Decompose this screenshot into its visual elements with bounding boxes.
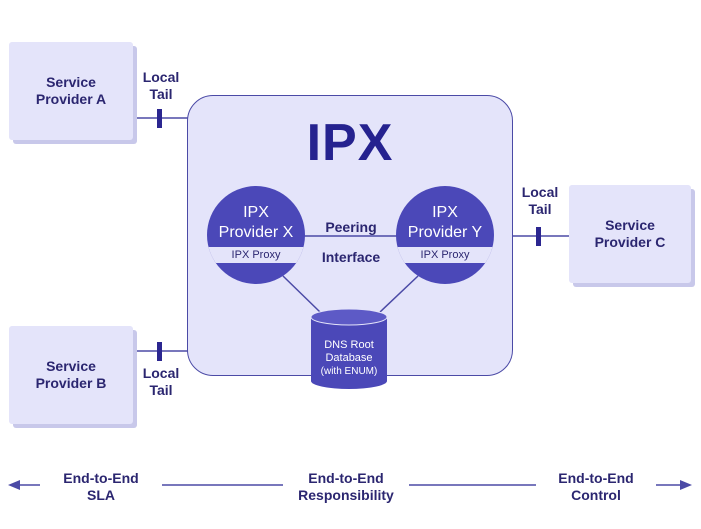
- provider-y-line2: Provider Y: [407, 224, 483, 241]
- service-provider-b-line1: Service: [46, 358, 96, 374]
- local-tail-label-a: Local Tail: [132, 69, 190, 103]
- service-provider-c: Service Provider C: [569, 185, 691, 283]
- responsibility-line1: End-to-End: [308, 470, 384, 486]
- peering-interface-label: Peering Interface: [306, 212, 396, 272]
- service-provider-a-line1: Service: [46, 74, 96, 90]
- dns-database-label: DNS Root Database (with ENUM): [311, 339, 387, 378]
- x-to-dns-line: [282, 275, 321, 313]
- sla-line2: SLA: [87, 487, 115, 503]
- tail-marker-b: [157, 342, 162, 361]
- provider-y-proxy: IPX Proxy: [396, 247, 494, 263]
- end-to-end-sla-label: End-to-End SLA: [40, 470, 162, 504]
- local-tail-a-line2: Tail: [149, 86, 173, 102]
- peering-line2: Interface: [321, 249, 381, 265]
- service-provider-a-line2: Provider A: [35, 91, 107, 107]
- end-to-end-control-label: End-to-End Control: [536, 470, 656, 504]
- ipx-title: IPX: [306, 114, 394, 172]
- arrow-left-head: [8, 480, 20, 490]
- dns-line3: (with ENUM): [320, 366, 378, 377]
- control-line2: Control: [571, 487, 621, 503]
- local-tail-b-line2: Tail: [149, 382, 173, 398]
- local-tail-a-line1: Local: [142, 69, 180, 85]
- ipx-provider-y-node: IPX Provider Y IPX Proxy: [396, 186, 494, 284]
- service-provider-c-line2: Provider C: [594, 234, 666, 250]
- local-tail-b-line1: Local: [142, 365, 180, 381]
- local-tail-c-line2: Tail: [528, 201, 552, 217]
- service-provider-c-line1: Service: [605, 217, 655, 233]
- y-to-dns-line: [379, 275, 419, 313]
- local-tail-c-line1: Local: [521, 184, 559, 200]
- control-line1: End-to-End: [558, 470, 634, 486]
- local-tail-label-b: Local Tail: [132, 365, 190, 399]
- sla-line1: End-to-End: [63, 470, 139, 486]
- tail-marker-c: [536, 227, 541, 246]
- peering-line1: Peering: [325, 219, 377, 235]
- tail-marker-a: [157, 109, 162, 128]
- provider-y-line1: IPX: [432, 204, 458, 221]
- service-provider-b: Service Provider B: [9, 326, 133, 424]
- dns-line2: Database: [325, 352, 373, 364]
- local-tail-label-c: Local Tail: [511, 184, 569, 218]
- provider-x-line2: Provider X: [218, 224, 294, 241]
- service-provider-b-line2: Provider B: [35, 375, 107, 391]
- provider-x-line1: IPX: [243, 204, 269, 221]
- provider-x-proxy: IPX Proxy: [207, 247, 305, 263]
- end-to-end-responsibility-label: End-to-End Responsibility: [283, 470, 409, 504]
- ipx-provider-x-node: IPX Provider X IPX Proxy: [207, 186, 305, 284]
- arrow-right-head: [680, 480, 692, 490]
- service-provider-a: Service Provider A: [9, 42, 133, 140]
- dns-database-cylinder: [310, 308, 388, 389]
- responsibility-line2: Responsibility: [298, 487, 394, 503]
- dns-line1: DNS Root: [324, 339, 374, 351]
